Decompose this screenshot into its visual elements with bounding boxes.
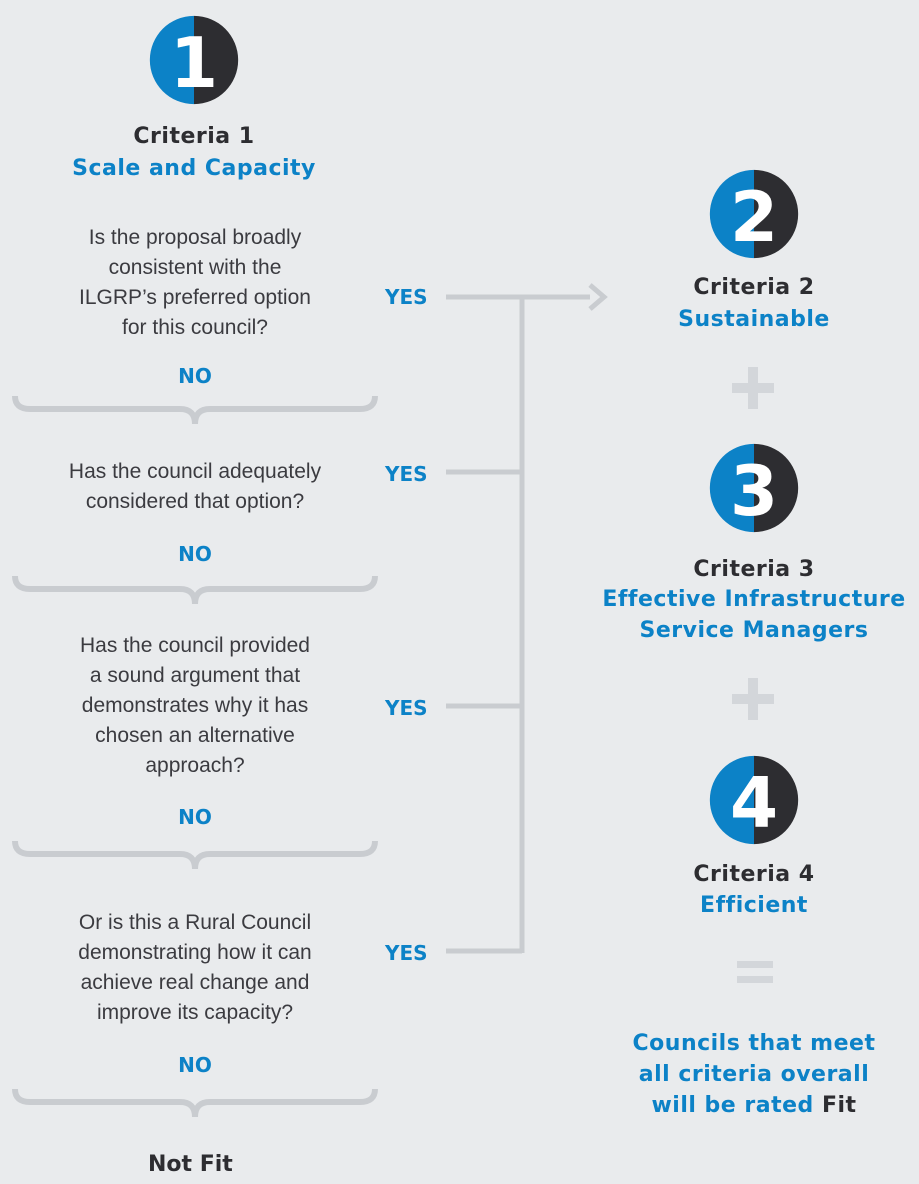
criteria-1-subtitle: Scale and Capacity <box>72 156 316 181</box>
brace-2 <box>12 575 378 605</box>
criteria-2-badge: 2 <box>709 169 799 259</box>
criteria-3-title: Criteria 3 <box>693 557 815 582</box>
result-fit: Fit <box>821 1093 857 1118</box>
outcome-not-fit: Not Fit <box>148 1152 233 1177</box>
criteria-4-title: Criteria 4 <box>693 862 815 887</box>
criteria-1-badge: 1 <box>149 15 239 105</box>
brace-4 <box>12 1088 378 1118</box>
plus-icon-2 <box>732 678 774 720</box>
criteria-2-title: Criteria 2 <box>693 275 815 300</box>
question-3-yes: YES <box>385 696 428 720</box>
question-3-no: NO <box>178 805 212 829</box>
brace-3 <box>12 840 378 870</box>
question-4-yes: YES <box>385 941 428 965</box>
equals-icon <box>737 961 773 983</box>
question-1: Is the proposal broadly consistent with … <box>79 226 311 339</box>
question-1-yes: YES <box>385 285 428 309</box>
question-4-no: NO <box>178 1053 212 1077</box>
question-2-no: NO <box>178 542 212 566</box>
connector-arrowhead <box>588 283 608 311</box>
question-2: Has the council adequately considered th… <box>68 460 322 513</box>
brace-1 <box>12 395 378 425</box>
criteria-3-subtitle-line-2: Service Managers <box>639 618 869 643</box>
criteria-3-badge: 3 <box>709 443 799 533</box>
question-1-no: NO <box>178 364 212 388</box>
criteria-3-subtitle-line-1: Effective Infrastructure <box>602 587 906 612</box>
criteria-2-subtitle: Sustainable <box>678 307 830 332</box>
criteria-3-number: 3 <box>730 452 778 532</box>
plus-icon-1 <box>732 367 774 409</box>
criteria-4-badge: 4 <box>709 755 799 845</box>
question-2-yes: YES <box>385 462 428 486</box>
criteria-1-number: 1 <box>170 24 218 104</box>
question-3: Has the council provided a sound argumen… <box>80 634 310 777</box>
criteria-1-title: Criteria 1 <box>133 124 255 149</box>
criteria-2-number: 2 <box>730 178 778 258</box>
criteria-4-subtitle: Efficient <box>700 893 808 918</box>
question-4: Or is this a Rural Council demonstrating… <box>78 911 312 1024</box>
criteria-4-number: 4 <box>730 764 778 844</box>
result-statement: Councils that meet all criteria overall … <box>632 1031 876 1118</box>
